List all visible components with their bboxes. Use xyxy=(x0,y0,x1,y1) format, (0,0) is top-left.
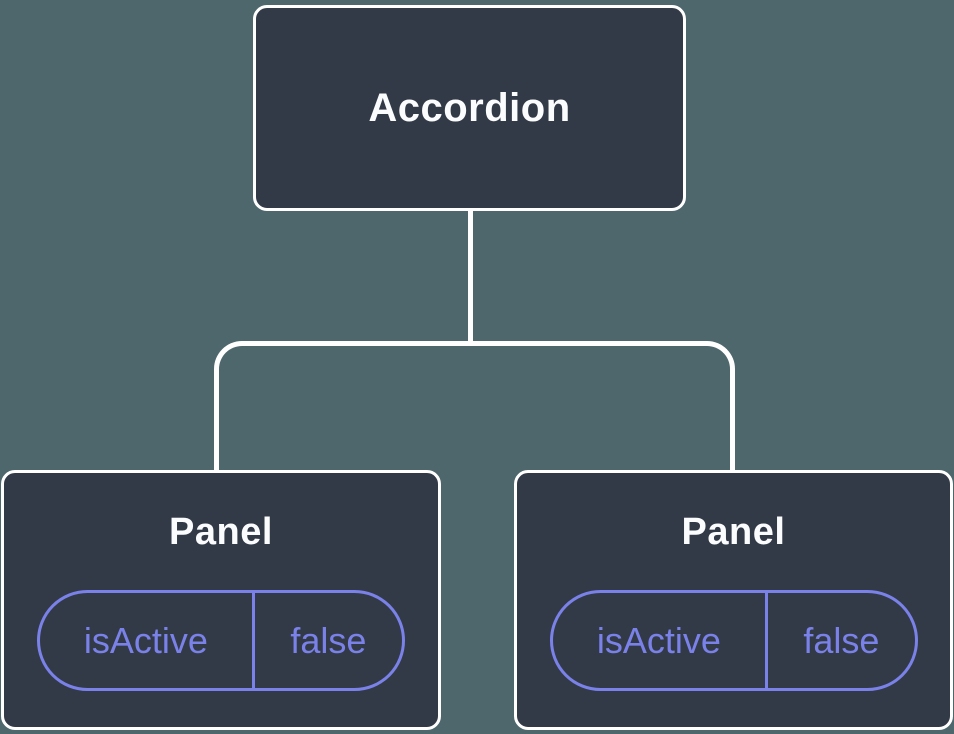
connector-bracket xyxy=(214,341,735,470)
panel-right-label: Panel xyxy=(681,511,786,553)
panel-right-state-pill: isActive false xyxy=(550,590,918,691)
state-key: isActive xyxy=(596,619,721,661)
accordion-label: Accordion xyxy=(368,85,571,130)
state-value: false xyxy=(251,593,402,688)
state-value: false xyxy=(764,593,915,688)
state-key: isActive xyxy=(83,619,208,661)
panel-left-label: Panel xyxy=(169,511,273,553)
node-panel-right: Panel isActive false xyxy=(514,470,953,730)
node-accordion: Accordion xyxy=(253,5,686,211)
panel-left-state-pill: isActive false xyxy=(37,590,405,691)
node-panel-left: Panel isActive false xyxy=(1,470,441,730)
connector-stem xyxy=(468,211,473,344)
